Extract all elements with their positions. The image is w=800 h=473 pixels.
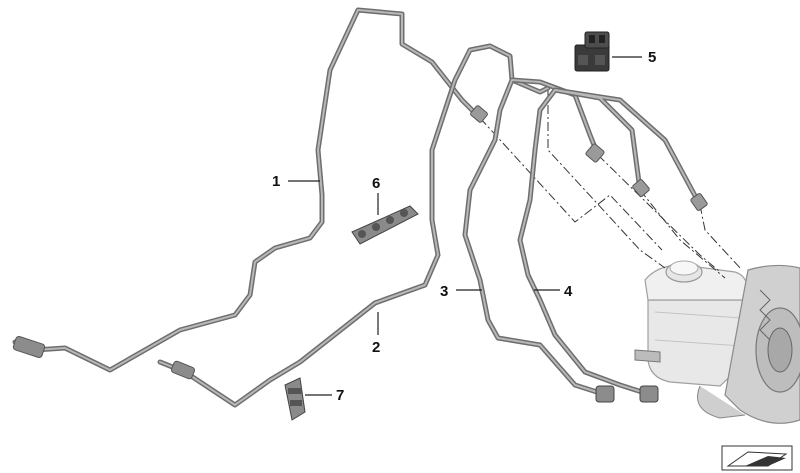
pipe-holder-5	[574, 31, 610, 72]
callout-leaders	[288, 56, 642, 396]
view-orientation-icon	[721, 445, 793, 471]
callout-1: 1	[272, 173, 280, 190]
pipe-clip-6	[351, 205, 419, 245]
brake-pipe-4	[517, 87, 708, 403]
brake-pipe-2	[157, 43, 551, 408]
callout-6: 6	[372, 175, 380, 192]
pipe-bracket-7	[284, 377, 306, 421]
callout-4: 4	[564, 283, 573, 300]
callout-5: 5	[648, 49, 656, 66]
callout-7: 7	[336, 387, 344, 404]
assembly-guide-lines	[479, 88, 743, 279]
callout-2: 2	[372, 339, 380, 356]
callout-3: 3	[440, 283, 448, 300]
brake-pipe-1	[12, 7, 488, 373]
brake-fluid-reservoir-assembly	[634, 260, 800, 424]
callout-labels: 1 2 3 4 5 6 7	[272, 49, 656, 404]
